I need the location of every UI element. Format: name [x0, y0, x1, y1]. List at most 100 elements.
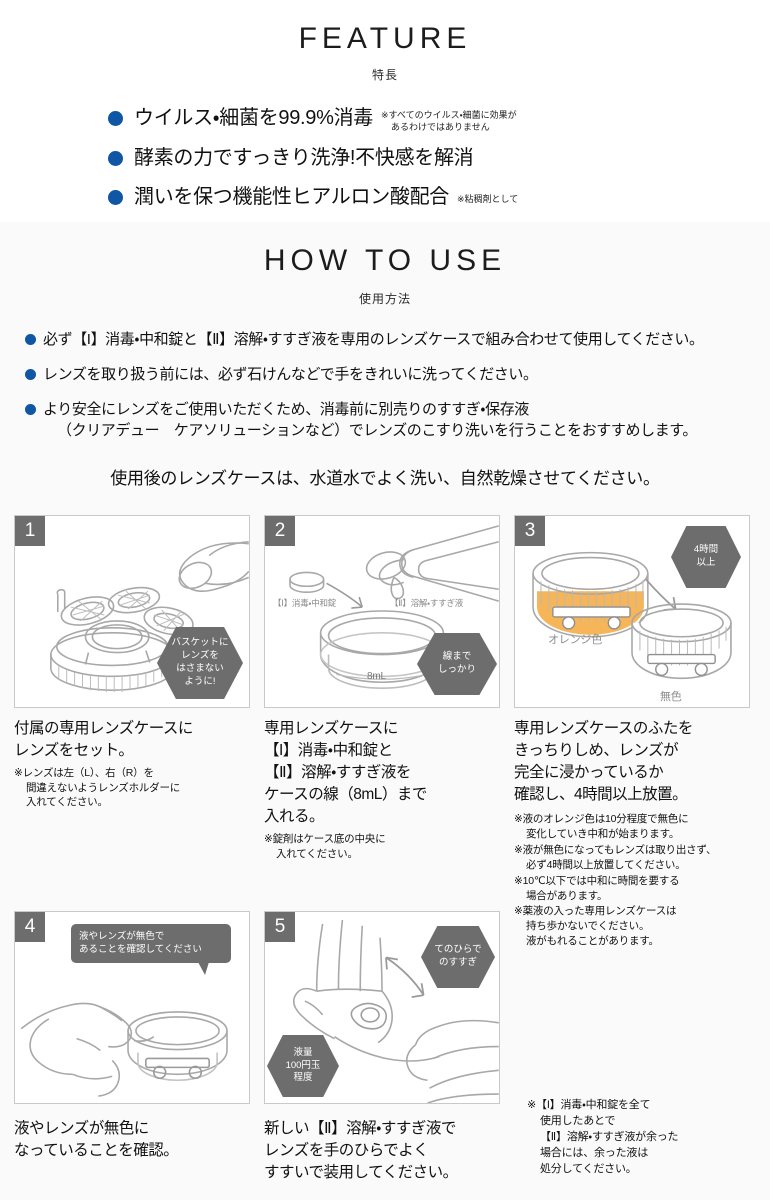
bullet-icon — [108, 111, 123, 126]
step-panel-4: 4 — [14, 911, 250, 1104]
callout-liquid-amount: 液量 100円玉 程度 — [267, 1035, 339, 1097]
caption-line: ケースの線（8mL）まで — [264, 786, 427, 803]
caption-note-line: 入れてください。 — [276, 847, 358, 860]
note-item: ※薬液の入った専用レンズケースは 持ち歩かないでください。 液がもれることがあり… — [514, 904, 764, 949]
final-note-line: 処分してください。 — [540, 1162, 637, 1175]
feature-item-label: ウイルス・細菌を99.9%消毒 — [134, 107, 374, 129]
step-column-5: 5 — [264, 911, 514, 1184]
feature-item-body: ウイルス・細菌を99.9%消毒 ※すべてのウイルス・細菌に効果が あるわけではあ… — [134, 105, 517, 133]
caption-line: すすいで装用してください。 — [264, 1164, 458, 1181]
howto-item: 必ず【I】消毒・中和錠と【Ⅱ】溶解・すすぎ液を専用のレンズケースで組み合わせて使… — [25, 329, 770, 351]
note-item: ※液のオレンジ色は10分程度で無色に 変化していき中和が始まります。 — [514, 812, 764, 842]
feature-item-body: 潤いを保つ機能性ヒアルロン酸配合 ※粘稠剤として — [134, 184, 518, 211]
callout-four-hours: 4時間 以上 — [671, 526, 741, 588]
step-number-badge: 2 — [265, 516, 295, 546]
feature-list: ウイルス・細菌を99.9%消毒 ※すべてのウイルス・細菌に効果が あるわけではあ… — [0, 105, 770, 211]
step-panel-5: 5 — [264, 911, 500, 1104]
final-note-line: 場合には、余った液は — [540, 1146, 648, 1159]
bullet-icon — [108, 190, 123, 206]
step-panel-3: 3 — [514, 515, 750, 708]
step-number-badge: 4 — [15, 912, 45, 942]
caption-line: 完全に浸かっているか — [514, 764, 664, 781]
caption-line: 専用レンズケースに — [264, 720, 398, 737]
caption-note: ※錠剤はケース底の中央に 入れてください。 — [264, 832, 504, 861]
note-line: 持ち歩かないでください。 — [526, 920, 650, 933]
step-caption-1: 付属の専用レンズケースに レンズをセット。 ※レンズは左（L）、右（R）を 間違… — [14, 718, 254, 810]
howto-item: より安全にレンズをご使用いただくため、消毒前に別売りのすすぎ・保存液 （クリアデ… — [25, 399, 770, 443]
note-line: 変化していき中和が始まります。 — [526, 827, 680, 840]
feature-item: 潤いを保つ機能性ヒアルロン酸配合 ※粘稠剤として — [108, 184, 770, 211]
final-disposal-note: ※【I】消毒・中和錠を全て 使用したあとで 【Ⅱ】溶解・すすぎ液が余った 場合に… — [527, 1098, 767, 1178]
howto-heading: HOW TO USE — [263, 244, 507, 277]
callout-text: 液やレンズが無色で あることを確認してください — [79, 931, 202, 956]
howto-subheading: 使用方法 — [358, 292, 411, 306]
palm-rinsing-illustration — [265, 912, 499, 1103]
step-number-badge: 3 — [515, 516, 545, 546]
step-caption-2: 専用レンズケースに 【I】消毒・中和錠と 【Ⅱ】溶解・すすぎ液を ケースの線（8… — [264, 718, 504, 861]
feature-subheading: 特長 — [371, 68, 398, 82]
tablet-and-bottle-illustration — [265, 516, 499, 707]
howto-item-line-1: レンズを取り扱う前には、必ず石けんなどで手をきれいに洗ってください。 — [43, 365, 538, 383]
caption-line: レンズを手のひらでよく — [264, 1142, 429, 1159]
feature-heading: FEATURE — [298, 22, 472, 55]
caption-note-line: 入れてください。 — [26, 796, 108, 809]
neutralization-color-change-illustration — [515, 516, 749, 707]
bullet-icon — [25, 368, 36, 380]
feature-item-note: ※粘稠剤として — [457, 194, 519, 205]
label-tablet: 【Ⅰ】消毒・中和錠 — [273, 598, 337, 608]
note-head: ※10℃以下では中和に時間を要する — [514, 874, 680, 887]
howto-item-line-2: （クリアデュー ケアソリューションなど）でレンズのこすり洗いを行うことをおすすめ… — [57, 422, 698, 440]
caption-line: 付属の専用レンズケースに — [14, 720, 193, 737]
step-column-2: 2 — [264, 515, 514, 950]
bullet-icon — [25, 334, 36, 345]
final-note-line: 【Ⅱ】溶解・すすぎ液が余った — [540, 1130, 679, 1143]
callout-text: バスケットに レンズを はさまない ように! — [171, 637, 229, 687]
howto-item-body: より安全にレンズをご使用いただくため、消毒前に別売りのすすぎ・保存液 （クリアデ… — [43, 399, 697, 443]
note-head: ※薬液の入った専用レンズケースは — [514, 905, 677, 918]
feature-item-label: 酵素の力ですっきり洗浄!不快感を解消 — [134, 147, 474, 170]
label-orange-color: オレンジ色 — [548, 634, 602, 646]
callout-text: 液量 100円玉 程度 — [285, 1046, 321, 1084]
steps-row-1: 1 — [14, 515, 764, 950]
callout-text: てのひらで のすすぎ — [434, 944, 482, 968]
step-caption-3: 専用レンズケースのふたを きっちりしめ、レンズが 完全に浸かっているか 確認し、… — [514, 718, 764, 806]
step-panel-1: 1 — [14, 515, 250, 708]
steps-grid: 1 — [14, 515, 764, 1181]
note-item: ※液が無色になってもレンズは取り出さず、 必ず4時間以上放置してください。 — [514, 843, 764, 873]
note-head: ※液が無色になってもレンズは取り出さず、 — [514, 843, 717, 856]
note-head: ※液のオレンジ色は10分程度で無色に — [514, 813, 689, 825]
step-number-badge: 5 — [265, 912, 295, 942]
hand-holding-case-illustration — [15, 912, 249, 1103]
howto-item-line-1: より安全にレンズをご使用いただくため、消毒前に別売りのすすぎ・保存液 — [43, 400, 529, 418]
callout-text: 4時間 以上 — [693, 544, 719, 568]
callout-text: 線まで しっかり — [437, 651, 476, 675]
feature-section: FEATURE 特長 ウイルス・細菌を99.9%消毒 ※すべてのウイルス・細菌に… — [0, 0, 770, 222]
howto-item: レンズを取り扱う前には、必ず石けんなどで手をきれいに洗ってください。 — [25, 364, 770, 386]
howto-final-note: 使用後のレンズケースは、水道水でよく洗い、自然乾燥させてください。 — [110, 469, 660, 488]
note-line: 場合があります。 — [526, 889, 608, 902]
step-caption-4: 液やレンズが無色に なっていることを確認。 — [14, 1118, 254, 1162]
caption-line: レンズをセット。 — [14, 742, 134, 759]
caption-line: 【I】消毒・中和錠と — [264, 742, 393, 759]
label-solution: 【Ⅱ】溶解・すすぎ液 — [390, 598, 464, 608]
note-line: 液がもれることがあります。 — [526, 935, 659, 948]
steps-row-2: 4 — [14, 911, 764, 1184]
label-colorless: 無色 — [660, 691, 682, 703]
step-column-3: 3 — [514, 515, 764, 950]
caption-line: なっていることを確認。 — [14, 1142, 179, 1159]
feature-item-note: ※すべてのウイルス・細菌に効果が あるわけではありません — [381, 109, 517, 133]
step-3-notes: ※液のオレンジ色は10分程度で無色に 変化していき中和が始まります。 ※液が無色… — [514, 812, 764, 949]
step-caption-5: 新しい【Ⅱ】溶解・すすぎ液で レンズを手のひらでよく すすいで装用してください。 — [264, 1118, 514, 1184]
caption-note-line: 間違えないようレンズホルダーに — [26, 781, 181, 794]
feature-item: 酵素の力ですっきり洗浄!不快感を解消 — [108, 145, 770, 172]
step-panel-2: 2 — [264, 515, 500, 708]
caption-line: 確認し、4時間以上放置。 — [514, 786, 688, 803]
caption-line: 液やレンズが無色に — [14, 1120, 149, 1137]
step-column-1: 1 — [14, 515, 264, 950]
step-number-badge: 1 — [15, 516, 45, 546]
howto-list: 必ず【I】消毒・中和錠と【Ⅱ】溶解・すすぎ液を専用のレンズケースで組み合わせて使… — [0, 329, 770, 442]
feature-item: ウイルス・細菌を99.9%消毒 ※すべてのウイルス・細菌に効果が あるわけではあ… — [108, 105, 770, 133]
howto-item-line-1: 必ず【I】消毒・中和錠と【Ⅱ】溶解・すすぎ液を専用のレンズケースで組み合わせて使… — [43, 331, 704, 348]
caption-line: 専用レンズケースのふたを — [514, 720, 693, 737]
